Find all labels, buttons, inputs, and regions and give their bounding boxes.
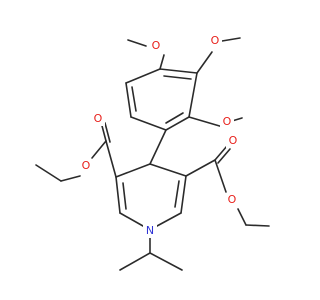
- atom-o2: O: [211, 34, 220, 47]
- bond-lines: [35, 37, 270, 271]
- atom-o1: O: [152, 39, 161, 52]
- atom-n1: N: [146, 224, 154, 237]
- atom-o5: O: [82, 159, 91, 172]
- atom-o6: O: [229, 134, 238, 147]
- atom-o7: O: [228, 193, 237, 206]
- atom-labels: O O O O O O O N: [79, 34, 240, 238]
- atom-o3: O: [223, 115, 232, 128]
- molecule-structure-diagram: O O O O O O O N: [35, 34, 270, 271]
- atom-o4: O: [94, 112, 103, 125]
